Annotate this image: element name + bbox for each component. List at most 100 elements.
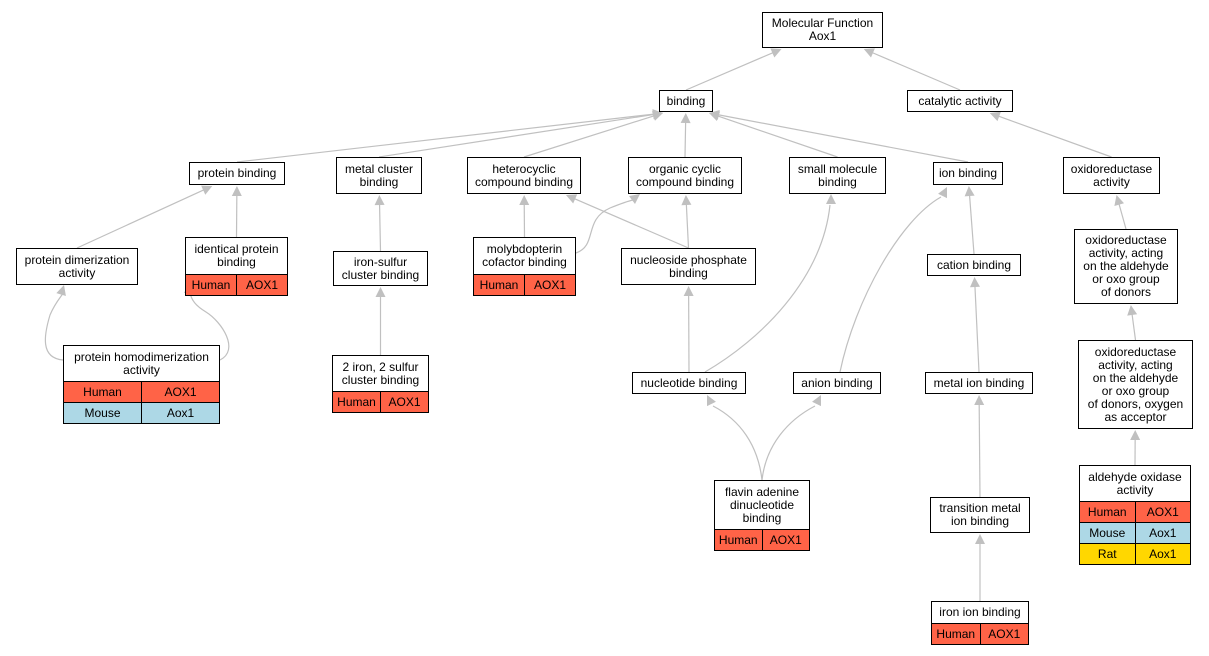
edge-line <box>44 291 65 361</box>
edge-arrowhead <box>56 285 66 297</box>
go-term-label: binding <box>666 93 706 108</box>
go-term-label: protein binding <box>197 166 277 180</box>
edge-arrowhead <box>707 395 716 407</box>
go-term-node: catalytic activity <box>907 90 1013 112</box>
edge-line <box>685 202 690 249</box>
edge-arrowhead <box>680 113 691 124</box>
go-term-label: ion binding <box>938 166 998 180</box>
go-term-node: nucleoside phosphate binding <box>621 248 756 285</box>
go-term-label: cation binding <box>936 257 1012 272</box>
gene-cell: Aox1 <box>141 402 219 423</box>
go-term-label: catalytic activity <box>918 93 1002 108</box>
species-cell: Rat <box>1080 543 1135 564</box>
go-term-label: identical protein binding <box>194 242 279 269</box>
edge-line <box>523 114 656 158</box>
go-term-label: small molecule binding <box>797 161 878 189</box>
gene-cell: AOX1 <box>524 274 575 295</box>
species-cell: Human <box>1080 501 1135 523</box>
go-term-node: binding <box>659 90 713 112</box>
go-term-label: oxidoreductase activity <box>1070 161 1153 189</box>
go-term-node: organic cyclic compound binding <box>628 157 742 194</box>
go-term-node: oxidoreductase activity, acting on the a… <box>1074 229 1178 304</box>
edge-arrowhead <box>863 48 875 58</box>
gene-cell: AOX1 <box>979 623 1028 644</box>
species-cell: Human <box>186 274 237 295</box>
edge-line <box>839 196 942 373</box>
go-term-node: oxidoreductase activity <box>1063 157 1160 194</box>
gene-cell: AOX1 <box>236 274 287 295</box>
go-term-label: molybdopterin cofactor binding <box>482 242 567 269</box>
edge-line <box>978 402 981 498</box>
go-term-label: oxidoreductase activity, acting on the a… <box>1083 233 1169 299</box>
edge-arrowhead <box>629 194 640 204</box>
go-term-label: nucleotide binding <box>640 375 738 390</box>
edge-arrowhead <box>1130 430 1141 441</box>
go-term-label: nucleoside phosphate binding <box>630 252 747 280</box>
go-term-node: metal ion binding <box>925 372 1033 394</box>
edge-arrowhead <box>770 48 782 58</box>
go-term-node: heterocyclic compound binding <box>467 157 581 194</box>
go-term-label: iron-sulfur cluster binding <box>341 254 420 282</box>
go-term-node: oxidoreductase activity, acting on the a… <box>1078 340 1193 429</box>
edge-line <box>236 113 656 163</box>
edge-arrowhead <box>969 277 980 288</box>
go-term-node: iron-sulfur cluster binding <box>333 251 428 286</box>
edge-line <box>685 51 775 91</box>
go-term-node: transition metal ion binding <box>930 497 1030 533</box>
edge-line <box>1118 202 1127 230</box>
species-cell: Human <box>932 623 980 644</box>
edge-line <box>378 113 656 158</box>
go-term-node: ion binding <box>933 162 1003 185</box>
go-term-label: protein dimerization activity <box>24 252 130 280</box>
edge-arrowhead <box>826 194 836 204</box>
species-cell: Mouse <box>64 402 142 423</box>
go-term-label: protein homodimerization activity <box>74 349 209 377</box>
edge-arrowhead <box>989 111 1001 122</box>
go-term-label: Molecular Function Aox1 <box>771 16 874 43</box>
go-term-label: transition metal ion binding <box>939 501 1021 528</box>
go-term-node: anion binding <box>793 372 881 394</box>
edge-line <box>573 197 689 249</box>
edge-line <box>704 204 831 373</box>
go-term-label: flavin adenine dinucleotide binding <box>724 484 800 525</box>
edge-arrowhead <box>201 185 213 195</box>
edge-line <box>575 199 634 254</box>
edge-line <box>684 120 687 158</box>
edge-line <box>968 193 975 255</box>
gene-cell: AOX1 <box>380 391 428 412</box>
go-term-label: 2 iron, 2 sulfur cluster binding <box>341 359 420 387</box>
edge-arrowhead <box>938 187 947 199</box>
go-term-node: Molecular Function Aox1 <box>762 12 883 48</box>
go-term-node: protein dimerization activity <box>16 248 138 285</box>
go-term-label: iron ion binding <box>939 605 1021 619</box>
go-term-node: metal cluster binding <box>336 157 422 194</box>
edge-arrowhead <box>812 395 821 407</box>
edge-line <box>761 405 816 481</box>
edge-arrowhead <box>975 534 985 544</box>
go-term-label: organic cyclic compound binding <box>635 161 735 189</box>
edge-line <box>716 115 838 158</box>
go-term-label: heterocyclic compound binding <box>474 161 574 189</box>
go-term-label: anion binding <box>801 375 873 390</box>
go-term-node: small molecule binding <box>789 157 886 194</box>
gene-cell: Aox1 <box>1134 543 1190 564</box>
edge-arrowhead <box>231 186 242 197</box>
edge-arrowhead <box>709 109 720 120</box>
edge-arrowhead <box>683 286 694 297</box>
